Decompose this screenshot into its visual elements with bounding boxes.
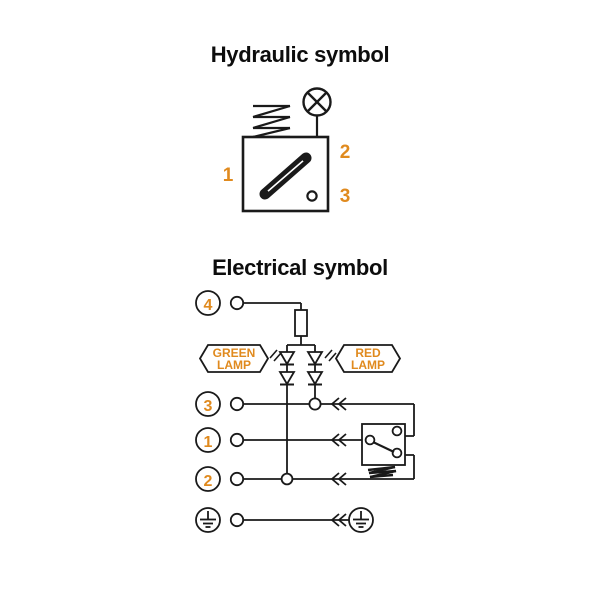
terminal-earth-node[interactable] (229, 512, 245, 528)
port-2-label: 2 (340, 142, 351, 163)
hydraulic-symbol-group: 1 2 3 (223, 87, 351, 213)
terminal-4-group[interactable]: 4 (195, 290, 302, 316)
earth-symbol-right[interactable] (348, 507, 374, 533)
terminal-2-node[interactable] (229, 471, 245, 487)
terminal-1-label: 1 (204, 434, 213, 451)
spring-symbol (252, 104, 291, 139)
green-lamp-line1: GREEN (213, 346, 256, 360)
terminal-1-node[interactable] (229, 432, 245, 448)
crossed-circle-actuator (302, 87, 332, 137)
green-lamp-callout: GREEN LAMP (198, 344, 270, 373)
terminal-2-label: 2 (204, 473, 213, 490)
red-lamp-line2: LAMP (351, 358, 385, 372)
chevron-terminal-3 (330, 397, 347, 411)
earth-row-group[interactable] (195, 507, 374, 533)
terminal-3-node[interactable] (229, 396, 245, 412)
lever-link (259, 152, 312, 200)
green-lamp-line2: LAMP (217, 358, 251, 372)
led-green-branch (269, 349, 296, 479)
page-title-hydraulic: Hydraulic symbol (210, 42, 390, 67)
changeover-switch[interactable] (361, 423, 406, 466)
earth-symbol-left[interactable] (195, 507, 221, 533)
port-3-opening (306, 190, 318, 202)
terminal-4-label: 4 (204, 297, 213, 314)
led-bus (286, 344, 316, 352)
page-title-electrical: Electrical symbol (212, 255, 388, 280)
led-red-branch (306, 349, 337, 398)
terminal-2-group[interactable]: 2 (195, 454, 415, 492)
port-3-label: 3 (340, 186, 351, 207)
terminal-3-label: 3 (204, 398, 213, 415)
chevron-earth (330, 513, 347, 527)
terminal-3-group[interactable]: 3 (195, 391, 415, 437)
red-lamp-callout: RED LAMP (334, 344, 402, 373)
chevron-terminal-2 (330, 472, 347, 486)
terminal-1-group[interactable]: 1 (195, 427, 370, 453)
chevron-terminal-1 (330, 433, 347, 447)
port-1-label: 1 (223, 165, 234, 186)
junction-dot-terminal-2 (280, 472, 294, 486)
red-lamp-line1: RED (355, 346, 381, 360)
electrical-symbol-group: 4 (195, 290, 415, 533)
resistor (294, 309, 308, 345)
terminal-4-node[interactable] (229, 295, 245, 311)
switch-spring (367, 465, 397, 479)
